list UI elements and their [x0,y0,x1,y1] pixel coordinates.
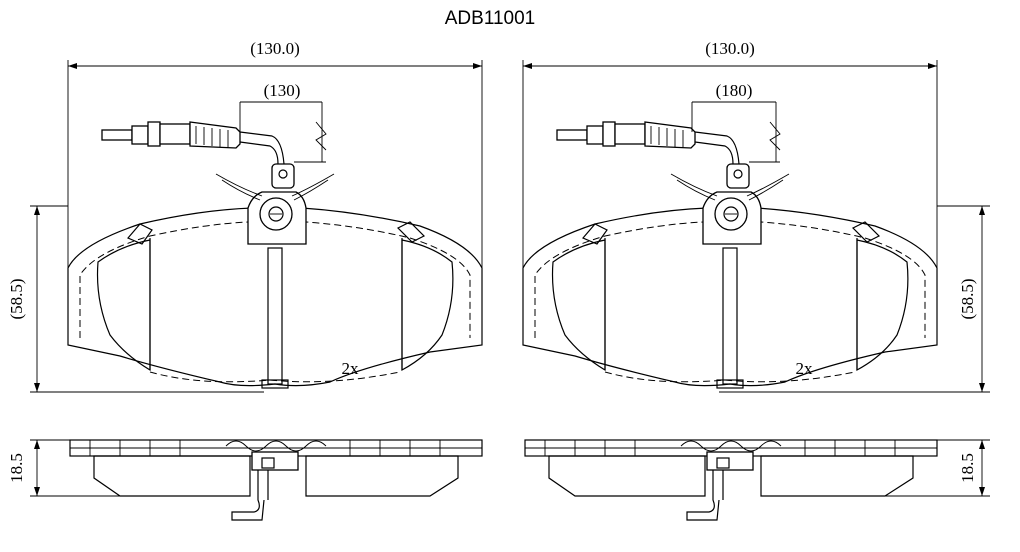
right-quantity-label: 2x [796,359,814,378]
left-pad-side-view [30,439,483,521]
right-width-label: (130.0) [705,39,755,58]
drawing-title: ADB11001 [444,8,536,29]
left-width-label: (130.0) [250,39,300,58]
left-quantity-label: 2x [342,359,360,378]
right-pad-front-view [522,60,990,393]
right-thickness-label: 18.5 [958,453,977,483]
left-pad-front-view [30,60,483,393]
left-wire-length-label: (130) [264,81,301,100]
left-height-label: (58.5) [7,278,26,319]
right-wire-length-label: (180) [716,81,753,100]
right-pad-side-view [524,439,990,521]
right-height-label: (58.5) [958,278,977,319]
left-thickness-label: 18.5 [7,453,26,483]
